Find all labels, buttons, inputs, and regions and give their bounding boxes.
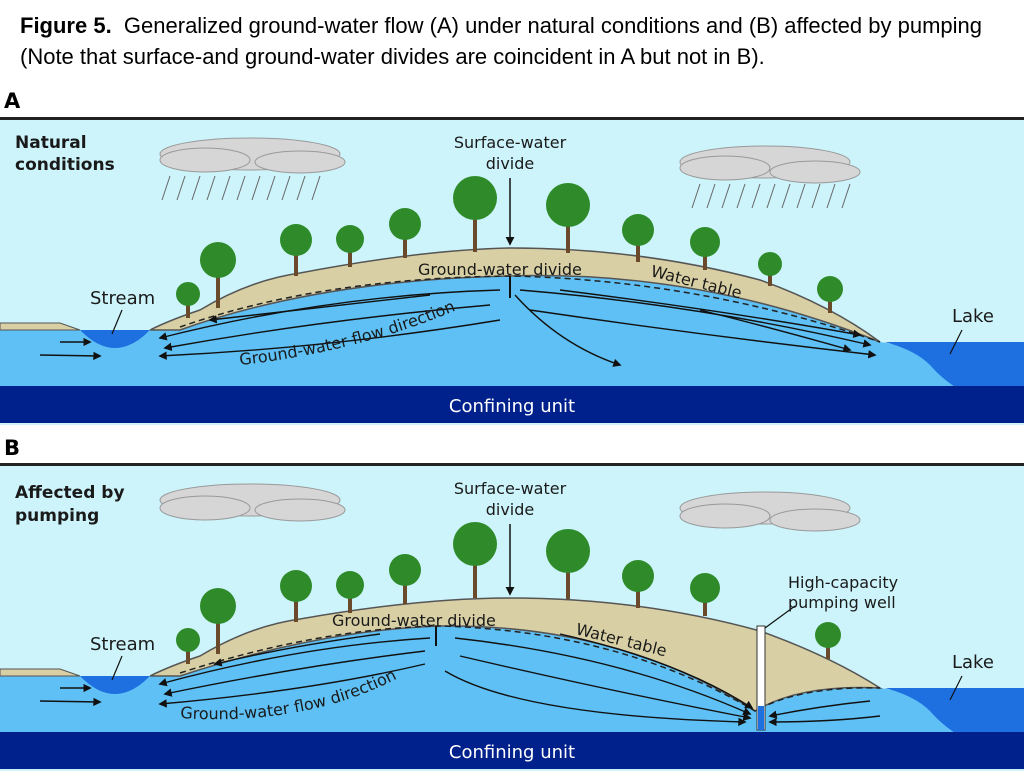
panel-b-letter: B bbox=[4, 436, 21, 460]
well-pointer bbox=[764, 605, 796, 629]
trees bbox=[176, 176, 843, 318]
stream-pointer bbox=[111, 309, 123, 335]
cloud-right bbox=[679, 491, 861, 532]
confining-unit bbox=[0, 732, 1024, 769]
lake-label: Lake bbox=[952, 306, 994, 327]
stream-pointer bbox=[111, 655, 123, 681]
panel-b-heading-line2: pumping bbox=[15, 506, 99, 526]
confining-unit-label: Confining unit bbox=[449, 742, 575, 763]
groundwater-zone bbox=[0, 265, 1024, 386]
confining-unit-label: Confining unit bbox=[449, 396, 575, 417]
rain-right bbox=[691, 183, 851, 209]
surface-water-divide-label-line1: Surface-water bbox=[454, 479, 567, 498]
lake-pointer bbox=[949, 675, 963, 701]
cloud-left bbox=[159, 483, 346, 522]
panel-a-letter: A bbox=[4, 89, 21, 113]
ground-water-divide-label: Ground-water divide bbox=[418, 260, 582, 279]
surface-water-divide-label-line2: divide bbox=[486, 154, 535, 173]
panel-b-diagram: Affected by pumping Surface-water divide… bbox=[0, 466, 1024, 771]
stream-water bbox=[80, 676, 150, 694]
stream-label: Stream bbox=[90, 634, 155, 655]
trees bbox=[176, 522, 841, 664]
water-table-line bbox=[179, 625, 881, 712]
flow-arrows bbox=[39, 289, 877, 367]
rain-left bbox=[161, 175, 321, 201]
panel-a-natural-conditions: Natural conditions Surface-water divide … bbox=[0, 117, 1024, 425]
panel-b-heading-line1: Affected by bbox=[15, 483, 125, 503]
figure-label: Figure 5. bbox=[20, 13, 112, 38]
panel-b-affected-by-pumping: Affected by pumping Surface-water divide… bbox=[0, 463, 1024, 771]
panel-a-heading-line1: Natural bbox=[15, 133, 87, 153]
ground-water-divide-label: Ground-water divide bbox=[332, 611, 496, 630]
well-label-line2: pumping well bbox=[788, 593, 896, 612]
cloud-left bbox=[159, 137, 346, 174]
well-screen bbox=[758, 706, 764, 730]
surface-water-divide-label-line2: divide bbox=[486, 500, 535, 519]
cloud-right bbox=[679, 145, 861, 184]
figure-caption: Figure 5. Generalized ground-water flow … bbox=[20, 10, 1005, 72]
confining-unit bbox=[0, 386, 1024, 423]
lake-label: Lake bbox=[952, 652, 994, 673]
lake-pointer bbox=[949, 329, 963, 355]
flow-arrows bbox=[39, 633, 881, 727]
surface-water-divide-label-line1: Surface-water bbox=[454, 133, 567, 152]
panel-a-diagram: Natural conditions Surface-water divide … bbox=[0, 120, 1024, 425]
caption-text: Generalized ground-water flow (A) under … bbox=[20, 13, 982, 69]
stream-label: Stream bbox=[90, 288, 155, 309]
stream-water bbox=[80, 330, 150, 348]
panel-a-heading-line2: conditions bbox=[15, 155, 115, 175]
well-label-line1: High-capacity bbox=[788, 573, 898, 592]
land-surface bbox=[149, 597, 883, 712]
